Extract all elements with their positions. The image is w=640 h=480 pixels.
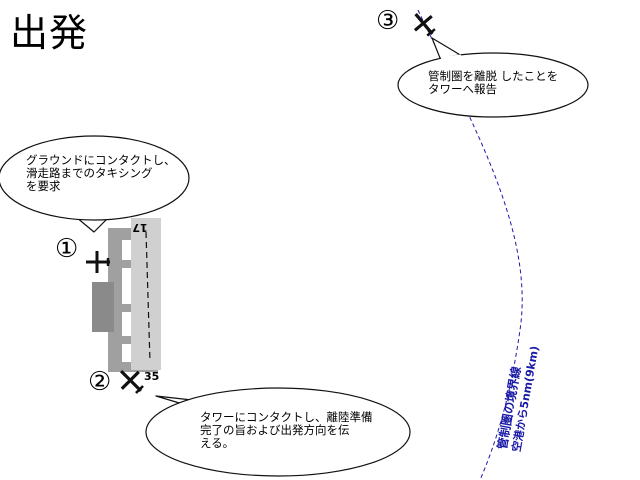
callout-tower-departure [145, 387, 411, 477]
bubble-tower-departure-text: タワーにコンタクトし、離陸準備 完了の旨および出発方向を伝 える。 [200, 410, 373, 450]
bubble-ground-text: グラウンドにコンタクトし、 滑走路までのタキシング を要求 [26, 153, 176, 193]
page-title: 出発 [10, 11, 89, 55]
bubble-tower-exit-text: 管制圏を離脱 したことを タワーへ報告 [428, 69, 559, 96]
runway [131, 218, 161, 370]
airplane-icon [86, 251, 110, 273]
callout-ground [0, 135, 190, 233]
airplane-icon [413, 13, 436, 37]
control-zone-boundary [417, 9, 523, 480]
callout-tower-exit [397, 37, 589, 118]
runway-number-south: 35 [144, 370, 159, 383]
step-marker-1: ① [55, 234, 79, 264]
runway-centerline [145, 231, 151, 363]
step-marker-3: ③ [376, 6, 400, 36]
runway-number-north: 17 [132, 221, 147, 234]
step-marker-2: ② [88, 367, 112, 397]
apron [92, 282, 114, 332]
airplane-icon [119, 369, 144, 394]
